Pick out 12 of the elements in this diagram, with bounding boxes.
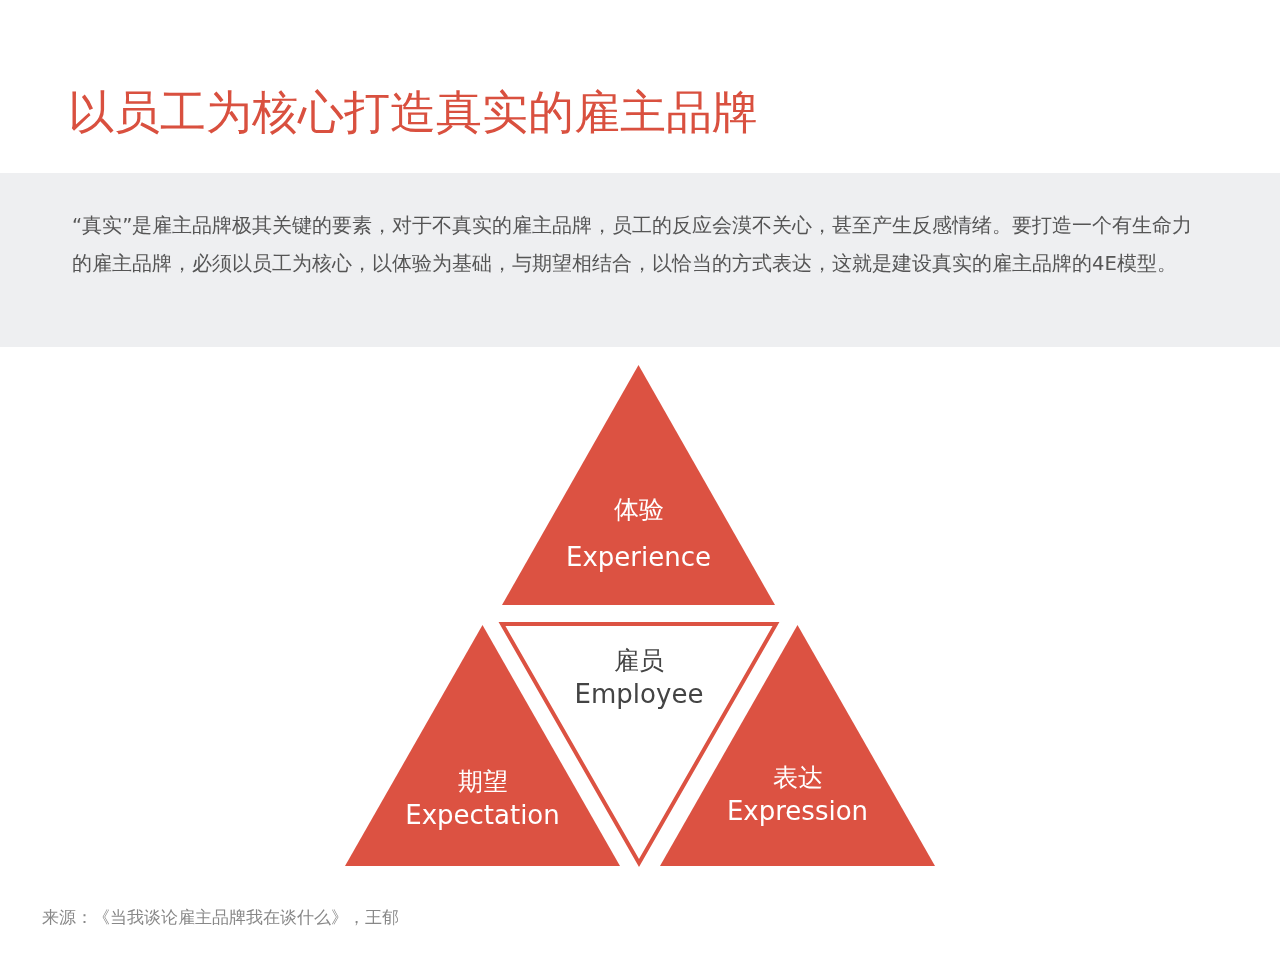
triangle-segment	[502, 365, 775, 605]
page-title: 以员工为核心打造真实的雇主品牌	[68, 84, 758, 141]
english-label: Expectation	[404, 800, 561, 830]
english-label: Experience	[565, 542, 712, 572]
summary-paragraph: “真实”是雇主品牌极其关键的要素，对于不真实的雇主品牌，员工的反应会漠不关心，甚至产生反感情绪。要打造一个有生命力的雇主品牌，必须以员工为核心，以体验为基础，与期望相结合，以恰当的方式表达，这就是建设真实的雇主品牌的4E模型。	[72, 213, 1194, 277]
chinese-label: 表达	[771, 762, 824, 794]
chinese-label: 期望	[456, 766, 509, 798]
chinese-label: 雇员	[613, 645, 665, 677]
english-label: Employee	[573, 679, 705, 709]
chinese-label: 体验	[612, 494, 665, 526]
english-label: Expression	[725, 796, 870, 826]
source-note: 来源：《当我谈论雇主品牌我在谈什么》，王郁	[42, 906, 399, 929]
